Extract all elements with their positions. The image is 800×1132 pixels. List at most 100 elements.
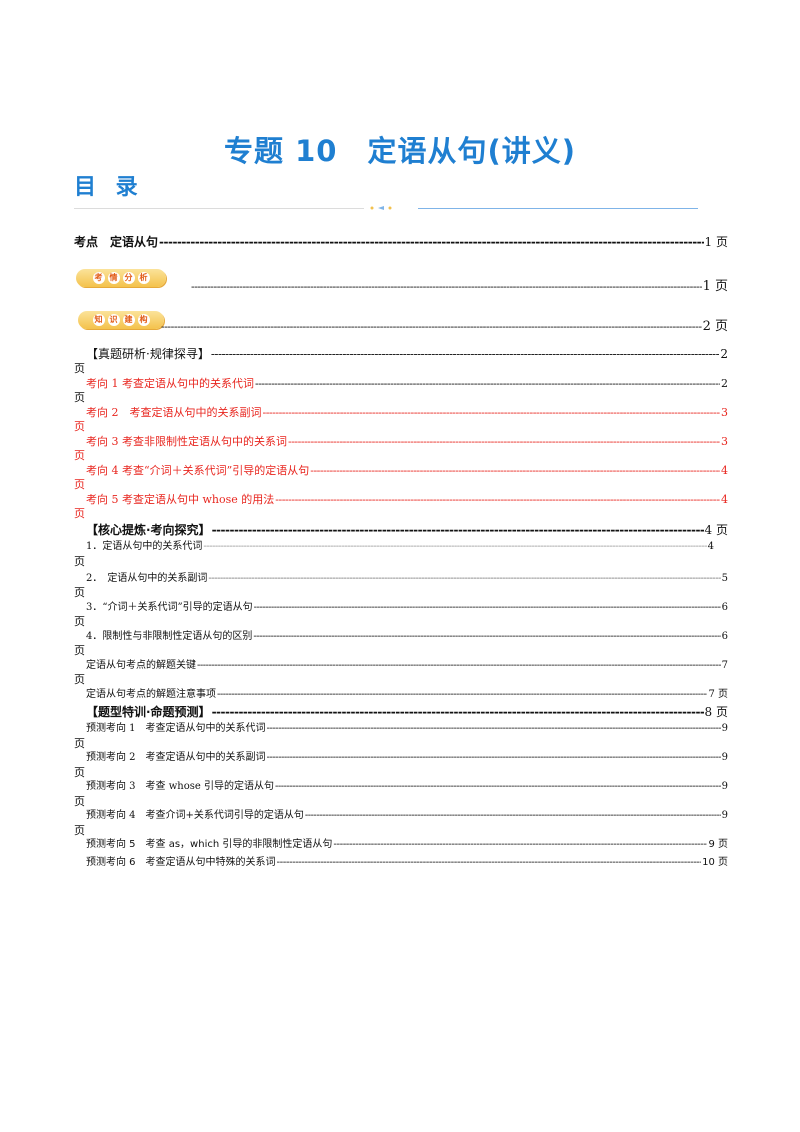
toc-heading: 目 录 bbox=[74, 175, 144, 200]
toc-entry-predict-4[interactable]: 预测考向 4 考查介词+关系代词引导的定语从句 9 bbox=[86, 809, 728, 823]
leader-dots bbox=[212, 523, 704, 537]
badge-char: 析 bbox=[137, 272, 150, 284]
leader-dots bbox=[267, 722, 721, 736]
toc-entry-kaoxiang-2[interactable]: 考向 2 考查定语从句中的关系副词 3 bbox=[86, 406, 728, 420]
toc-entry-label: 考向 5 考查定语从句中 whose 的用法 bbox=[86, 493, 275, 506]
badge-char: 建 bbox=[122, 314, 135, 326]
toc-page-wrap: 页 bbox=[74, 795, 85, 808]
leader-dots bbox=[212, 705, 704, 719]
toc-entry-label: 定语从句考点的解题关键 bbox=[86, 660, 196, 671]
toc-entry-page: 1 页 bbox=[704, 235, 728, 249]
toc-section-zhenti[interactable]: 【真题研析·规律探寻】 2 bbox=[86, 347, 728, 361]
toc-entry-predict-5[interactable]: 预测考向 5 考查 as，which 引导的非限制性定语从句 9 页 bbox=[86, 838, 728, 852]
badge-char: 识 bbox=[107, 314, 120, 326]
toc-entry-page: 3 bbox=[721, 435, 728, 448]
badge-zhishi-jiangou: 知 识 建 构 bbox=[78, 311, 164, 329]
toc-entry-label: 预测考向 6 考查定语从句中特殊的关系词 bbox=[86, 857, 276, 868]
toc-entry-core-2[interactable]: 2． 定语从句中的关系副词 5 bbox=[86, 572, 728, 586]
toc-page-wrap: 页 bbox=[74, 737, 85, 750]
toc-entry-page: 4 bbox=[707, 541, 714, 552]
toc-entry-label: 考向 2 考查定语从句中的关系副词 bbox=[86, 406, 262, 419]
toc-entry-kaodian[interactable]: 考点 定语从句 1 页 bbox=[74, 235, 728, 249]
toc-entry-page: 6 bbox=[721, 631, 728, 642]
leader-dots bbox=[267, 751, 721, 765]
leader-dots bbox=[211, 347, 720, 361]
leader-dots bbox=[310, 464, 720, 478]
toc-page-wrap: 页 bbox=[74, 391, 85, 404]
toc-entry-kaoxiang-3[interactable]: 考向 3 考查非限制性定语从句中的关系词 3 bbox=[86, 435, 728, 449]
toc-page-wrap: 页 bbox=[74, 644, 85, 657]
toc-entry-label: 2． 定语从句中的关系副词 bbox=[86, 573, 208, 584]
toc-entry-core-3[interactable]: 3．“介词＋关系代词”引导的定语从句 6 bbox=[86, 601, 728, 615]
toc-entry-label: 【真题研析·规律探寻】 bbox=[86, 347, 210, 361]
toc-entry-kaoxiang-1[interactable]: 考向 1 考查定语从句中的关系代词 2 bbox=[86, 377, 728, 391]
toc-entry-page: 9 bbox=[721, 781, 728, 792]
badge-kaoqing-fenxi: 考 情 分 析 bbox=[76, 269, 166, 287]
toc-entry-label: 考向 4 考查“介词＋关系代词”引导的定语从句 bbox=[86, 464, 310, 477]
toc-page-wrap: 页 bbox=[74, 586, 85, 599]
toc-entry-predict-1[interactable]: 预测考向 1 考查定语从句中的关系代词 9 bbox=[86, 722, 728, 736]
toc-section-tixing[interactable]: 【题型特训·命题预测】 8 页 bbox=[86, 705, 728, 719]
toc-entry-label: 预测考向 5 考查 as，which 引导的非限制性定语从句 bbox=[86, 839, 333, 850]
toc-entry-page: 9 页 bbox=[708, 839, 728, 850]
leader-dots bbox=[275, 493, 720, 507]
toc-entry-kaoxiang-4[interactable]: 考向 4 考查“介词＋关系代词”引导的定语从句 4 bbox=[86, 464, 728, 478]
toc-entry-label: 4．限制性与非限制性定语从句的区别 bbox=[86, 631, 253, 642]
leader-dots bbox=[191, 280, 702, 294]
toc-entry-page: 9 bbox=[721, 810, 728, 821]
toc-entry-page: 7 页 bbox=[708, 689, 728, 700]
divider-right bbox=[418, 208, 698, 209]
toc-entry-core-5[interactable]: 定语从句考点的解题关键 7 bbox=[86, 659, 728, 673]
toc-page-wrap: 页 bbox=[74, 766, 85, 779]
toc-entry-core-6[interactable]: 定语从句考点的解题注意事项 7 页 bbox=[86, 688, 728, 702]
toc-entry-page: 6 bbox=[721, 602, 728, 613]
toc-entry-page: 10 页 bbox=[702, 857, 728, 868]
toc-entry-label: 【题型特训·命题预测】 bbox=[86, 705, 211, 719]
toc-entry-core-4[interactable]: 4．限制性与非限制性定语从句的区别 6 bbox=[86, 630, 728, 644]
divider-ornament-icon bbox=[370, 206, 392, 210]
toc-entry-label: 预测考向 4 考查介词+关系代词引导的定语从句 bbox=[86, 810, 304, 821]
document-title: 专题 10 定语从句(讲义) bbox=[224, 134, 576, 168]
toc-page-wrap: 页 bbox=[74, 478, 85, 491]
toc-entry-page: 3 bbox=[721, 406, 728, 419]
toc-page-wrap: 页 bbox=[74, 555, 85, 568]
toc-entry-core-1[interactable]: 1．定语从句中的关系代词 4 bbox=[86, 540, 714, 554]
toc-entry-page: 9 bbox=[721, 752, 728, 763]
toc-entry-kaoqing[interactable]: 1 页 bbox=[190, 280, 728, 294]
leader-dots bbox=[254, 601, 721, 615]
toc-entry-kaoxiang-5[interactable]: 考向 5 考查定语从句中 whose 的用法 4 bbox=[86, 493, 728, 507]
leader-dots bbox=[263, 406, 721, 420]
leader-dots bbox=[197, 659, 721, 673]
toc-entry-label: 预测考向 3 考查 whose 引导的定语从句 bbox=[86, 781, 274, 792]
toc-entry-page: 2 页 bbox=[702, 319, 728, 334]
leader-dots bbox=[217, 688, 707, 702]
toc-entry-page: 4 bbox=[721, 464, 728, 477]
leader-dots bbox=[161, 320, 702, 334]
toc-entry-predict-2[interactable]: 预测考向 2 考查定语从句中的关系副词 9 bbox=[86, 751, 728, 765]
toc-page-wrap: 页 bbox=[74, 507, 85, 520]
toc-page-wrap: 页 bbox=[74, 673, 85, 686]
toc-entry-label: 考向 1 考查定语从句中的关系代词 bbox=[86, 377, 254, 390]
toc-entry-zhishi[interactable]: 2 页 bbox=[160, 320, 728, 334]
toc-section-hexin[interactable]: 【核心提炼·考向探究】 4 页 bbox=[86, 523, 728, 537]
toc-entry-page: 2 bbox=[720, 347, 728, 361]
toc-entry-page: 1 页 bbox=[702, 279, 728, 294]
badge-char: 知 bbox=[92, 314, 105, 326]
toc-entry-page: 4 页 bbox=[704, 523, 728, 537]
leader-dots bbox=[208, 572, 720, 586]
toc-entry-page: 8 页 bbox=[704, 705, 728, 719]
divider-left bbox=[74, 208, 364, 209]
toc-entry-label: 预测考向 2 考查定语从句中的关系副词 bbox=[86, 752, 266, 763]
toc-entry-page: 9 bbox=[721, 723, 728, 734]
leader-dots bbox=[277, 856, 702, 870]
toc-entry-label: 定语从句考点的解题注意事项 bbox=[86, 689, 216, 700]
toc-entry-label: 3．“介词＋关系代词”引导的定语从句 bbox=[86, 602, 253, 613]
badge-char: 分 bbox=[122, 272, 135, 284]
toc-entry-page: 2 bbox=[721, 377, 728, 390]
toc-page-wrap: 页 bbox=[74, 615, 85, 628]
leader-dots bbox=[288, 435, 720, 449]
toc-entry-label: 考向 3 考查非限制性定语从句中的关系词 bbox=[86, 435, 287, 448]
leader-dots bbox=[255, 377, 720, 391]
toc-entry-predict-6[interactable]: 预测考向 6 考查定语从句中特殊的关系词 10 页 bbox=[86, 856, 728, 870]
toc-entry-predict-3[interactable]: 预测考向 3 考查 whose 引导的定语从句 9 bbox=[86, 780, 728, 794]
